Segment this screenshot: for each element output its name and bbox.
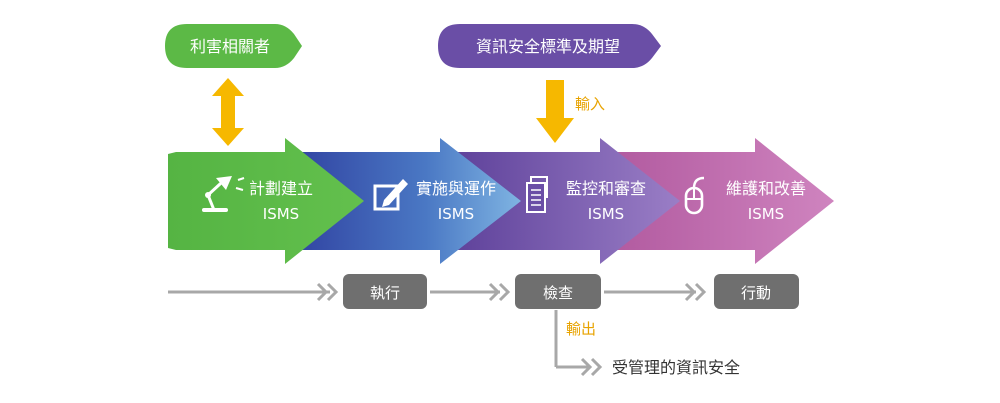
stakeholders-pill: 利害相關者 [165, 24, 302, 68]
requirements-label: 資訊安全標準及期望 [476, 37, 620, 56]
output-label: 輸出 [566, 320, 596, 338]
phase-check-label: 監控和審查 [566, 179, 646, 198]
desk-lamp-icon [202, 176, 245, 212]
step-check-box: 檢查 [515, 274, 601, 309]
phase-arrow-do [283, 138, 521, 264]
edit-icon [373, 179, 408, 211]
phase-plan-label: 計劃建立 [249, 179, 313, 198]
phase-arrow-act [600, 138, 834, 264]
flow-line [168, 282, 707, 377]
step-do-box: 執行 [343, 274, 427, 309]
phase-check-sublabel: ISMS [588, 205, 624, 223]
mouse-icon [684, 176, 705, 215]
step-check-label: 檢查 [543, 284, 573, 302]
step-do-label: 執行 [370, 284, 400, 302]
stakeholders-label: 利害相關者 [190, 37, 270, 56]
phase-act-label: 維護和改善 [726, 179, 806, 198]
phase-act-sublabel: ISMS [748, 205, 784, 223]
result-label: 受管理的資訊安全 [612, 358, 740, 377]
input-arrow [536, 80, 574, 143]
phase-plan-sublabel: ISMS [263, 205, 299, 223]
input-label: 輸入 [575, 95, 605, 113]
step-act-label: 行動 [741, 284, 771, 302]
requirements-pill: 資訊安全標準及期望 [438, 24, 661, 68]
phase-do-sublabel: ISMS [438, 205, 474, 223]
phase-do-label: 實施與運作 [416, 179, 496, 198]
phase-arrow-check [440, 138, 680, 264]
documents-icon [526, 176, 548, 213]
two-way-arrow [212, 78, 244, 146]
phase-arrow-plan [168, 138, 364, 264]
step-act-box: 行動 [714, 274, 799, 309]
